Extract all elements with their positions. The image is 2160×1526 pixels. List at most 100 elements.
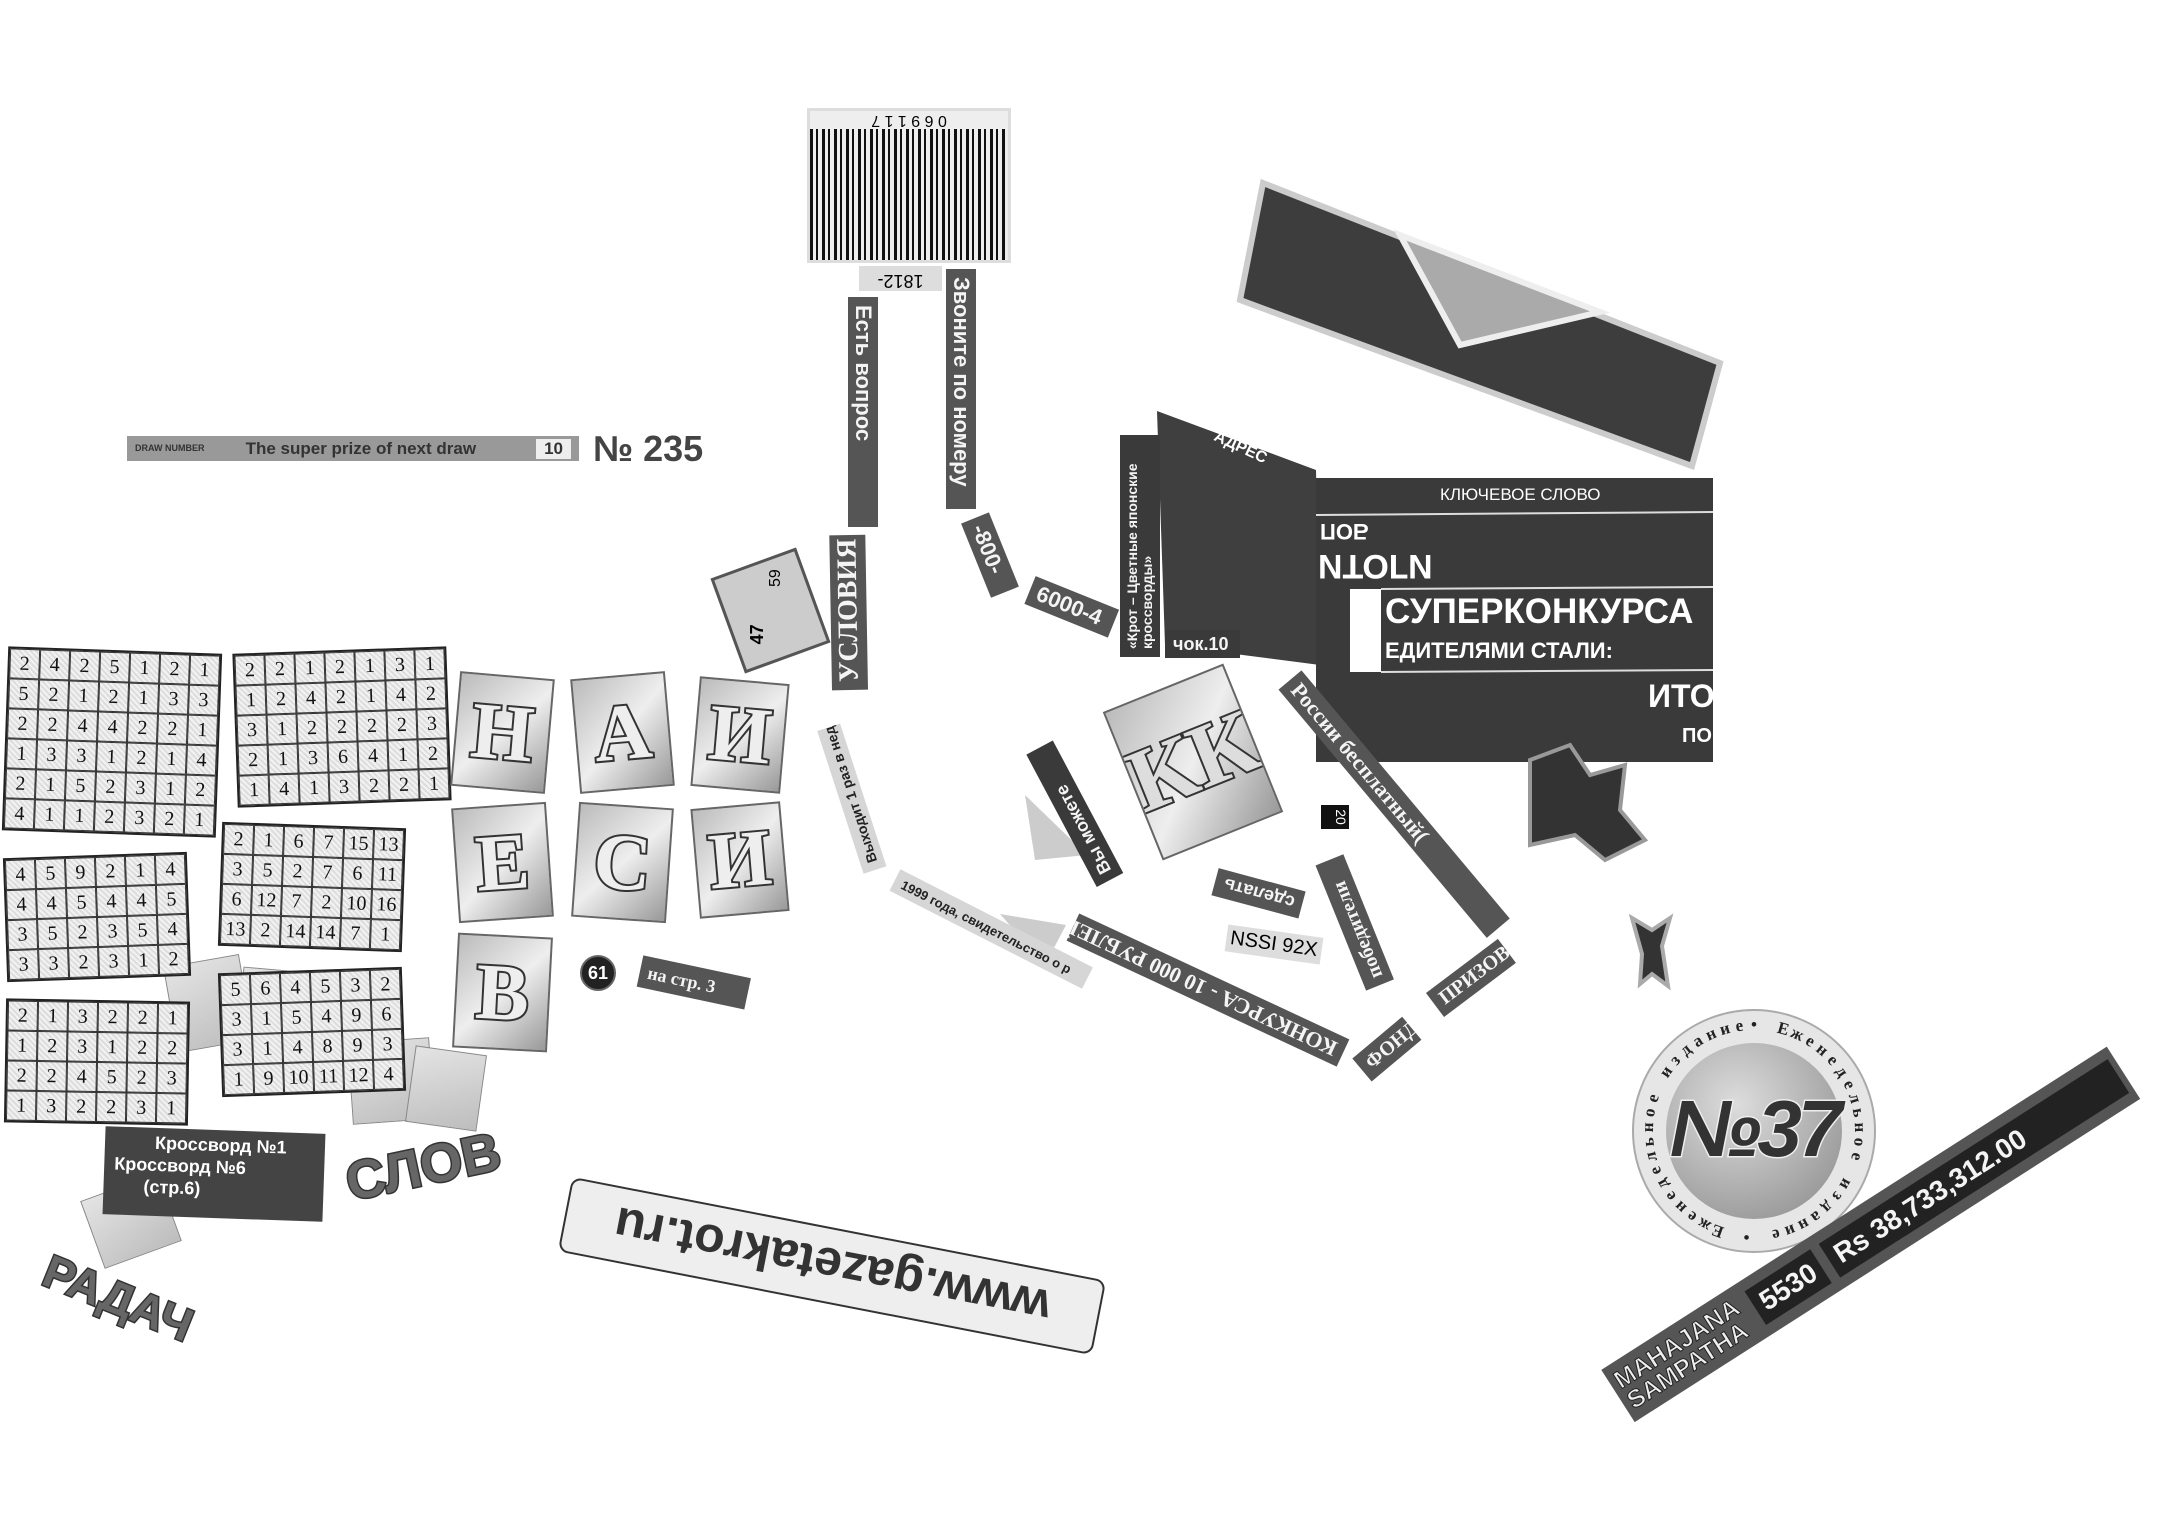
grid-cell: 4 — [268, 773, 300, 805]
grid-cell: 4 — [357, 740, 389, 772]
grid-cell: 4 — [3, 798, 35, 830]
grid-cell: 3 — [7, 919, 39, 951]
grid-cell: 4 — [125, 884, 157, 916]
grid-cell: 1 — [266, 713, 298, 745]
grid-cell: 5 — [65, 887, 97, 919]
grid-cell: 6 — [221, 883, 253, 915]
grid-cell: 3 — [222, 853, 254, 885]
grid-cell: 13 — [373, 829, 405, 861]
grid-cell: 1 — [95, 741, 127, 773]
grid-cell: 3 — [67, 1031, 98, 1062]
grid-cell: 1 — [34, 769, 66, 801]
grid-cell: 3 — [38, 948, 70, 980]
grid-cell: 14 — [279, 915, 311, 947]
grid-cell: 4 — [35, 888, 68, 920]
grid-cell: 7 — [339, 918, 371, 950]
grid-cell: 2 — [36, 1060, 68, 1092]
grid-cell: 2 — [67, 917, 99, 949]
grid-cell: 3 — [123, 802, 155, 834]
grid-cell: 2 — [417, 738, 449, 770]
grid-cell: 5 — [126, 914, 159, 946]
grid-cell: 2 — [386, 709, 418, 741]
grid-cell: 2 — [4, 768, 36, 800]
grid-cell: 4 — [97, 711, 129, 743]
grid-cell: 14 — [309, 916, 341, 949]
grid-cell: 1 — [68, 680, 100, 712]
grid-cell: 2 — [369, 968, 401, 1000]
grid-cell: 1 — [418, 768, 450, 800]
grid-cell: 3 — [297, 742, 329, 774]
krot-strip: «Крот – Цветные японские кроссворды» — [1120, 435, 1160, 657]
grid-cell: 4 — [310, 1000, 342, 1032]
letter-tile: И — [690, 676, 790, 794]
grid-cell: 1 — [129, 652, 161, 684]
grid-cell: 7 — [280, 885, 312, 917]
grid-cell: 12 — [343, 1059, 375, 1091]
grid-cell: 2 — [326, 711, 358, 743]
grid-cell: 2 — [126, 1062, 157, 1094]
grid-cell: 3 — [371, 1028, 403, 1060]
letter-tile: Н — [450, 671, 555, 794]
grid-cell: 12 — [250, 884, 283, 916]
grid-cell: 1 — [294, 652, 326, 684]
grid-cell: 1 — [387, 739, 419, 771]
letter-tile: Е — [451, 801, 554, 924]
small-number: 20 — [1321, 805, 1349, 829]
grid-cell: 1 — [157, 1003, 189, 1034]
panel-keyword: КЛЮЧЕВОЕ СЛОВО — [1440, 485, 1601, 504]
grid-cell: 2 — [156, 1033, 188, 1064]
grid-cell: 8 — [312, 1030, 344, 1062]
grid-cell: 2 — [184, 774, 216, 806]
grid-cell: 1 — [33, 799, 65, 831]
grid-cell: 6 — [283, 825, 315, 858]
grid-cell: 4 — [66, 1061, 97, 1092]
grid-cell: 3 — [236, 714, 268, 746]
grid-cell: 1 — [253, 824, 285, 856]
grid-cell: 11 — [313, 1060, 345, 1092]
letter-tile: В — [452, 932, 553, 1053]
grid-cell: 5 — [34, 858, 66, 890]
panel-po: ПО — [1682, 725, 1712, 747]
grid-cell: 2 — [310, 887, 342, 919]
grid-cell: 1 — [5, 1090, 37, 1121]
grid-cell: 2 — [127, 1002, 159, 1034]
dark-panel-left — [1157, 411, 1320, 665]
grid-cell: 6 — [327, 741, 359, 773]
grid-cell: 1 — [414, 648, 446, 680]
grid-cell: 2 — [69, 650, 101, 682]
grid-cell: 10 — [340, 888, 372, 920]
grid-cell: 5 — [252, 854, 284, 886]
grid-cell: 2 — [93, 801, 125, 833]
draw-strip: DRAW NUMBER The super prize of next draw… — [127, 436, 579, 461]
grid-cell: 9 — [253, 1063, 285, 1095]
grid-cell: 9 — [341, 1029, 374, 1061]
grid-cell: 1 — [155, 1093, 187, 1124]
grid-cell: 2 — [356, 710, 388, 742]
fragment-number-b: 59 — [767, 569, 785, 588]
grid-cell: 2 — [296, 712, 328, 744]
barcode-digits: 0 6 9 1 1 7 — [810, 111, 1008, 129]
lottery-currency: Rs — [1827, 1223, 1875, 1269]
grid-cell: 1 — [97, 1032, 128, 1063]
badge-number: №37 — [1668, 1084, 1844, 1173]
grid-cell: 6 — [249, 973, 281, 1005]
grid-cell: 3 — [97, 915, 129, 947]
grid-cell: 7 — [312, 857, 344, 889]
grid-cell: 2 — [37, 1030, 68, 1062]
grid-cell: 2 — [153, 803, 185, 835]
grid-cell: 5 — [8, 678, 40, 710]
badge-ring-char: е — [1734, 1015, 1745, 1036]
grid-cell: 1 — [235, 684, 267, 716]
envelope-flap — [1393, 229, 1611, 349]
grid-cell: 2 — [249, 914, 281, 946]
grid-cell: 4 — [282, 1032, 314, 1064]
grid-cell: 3 — [35, 739, 68, 771]
grid-cell: 15 — [343, 828, 375, 860]
grid-cell: 1 — [7, 1030, 38, 1061]
grid-cell: 13 — [219, 913, 251, 945]
